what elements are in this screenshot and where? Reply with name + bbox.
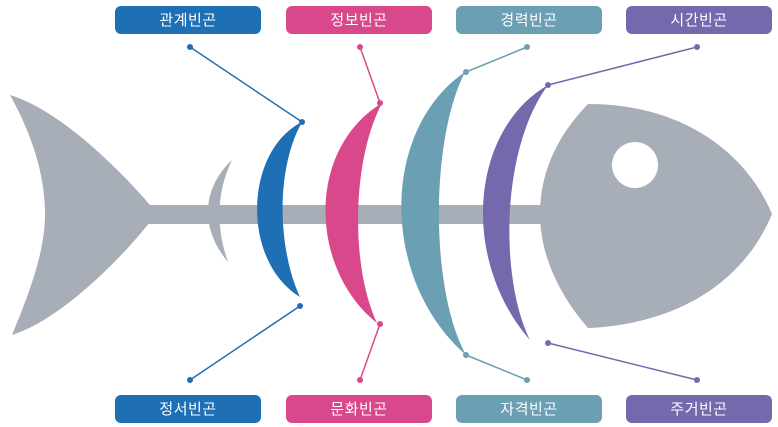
fish-spine bbox=[140, 205, 580, 224]
fish-eye bbox=[612, 142, 658, 188]
label-information: 정보빈곤 bbox=[286, 6, 432, 34]
label-culture: 문화빈곤 bbox=[286, 395, 432, 423]
small-rib bbox=[208, 160, 232, 262]
label-relationship: 관계빈곤 bbox=[115, 6, 261, 34]
rib-blue bbox=[257, 122, 302, 297]
fish-tail bbox=[10, 95, 150, 335]
connectors-bottom bbox=[187, 303, 700, 383]
label-career: 경력빈곤 bbox=[456, 6, 602, 34]
rib-purple bbox=[483, 85, 548, 340]
rib-pink bbox=[325, 103, 382, 323]
fish-head bbox=[540, 104, 772, 328]
label-emotion: 정서빈곤 bbox=[115, 395, 261, 423]
label-housing: 주거빈곤 bbox=[626, 395, 772, 423]
label-time: 시간빈곤 bbox=[626, 6, 772, 34]
label-qualification: 자격빈곤 bbox=[456, 395, 602, 423]
rib-teal bbox=[401, 72, 466, 355]
connectors-top bbox=[187, 44, 700, 125]
